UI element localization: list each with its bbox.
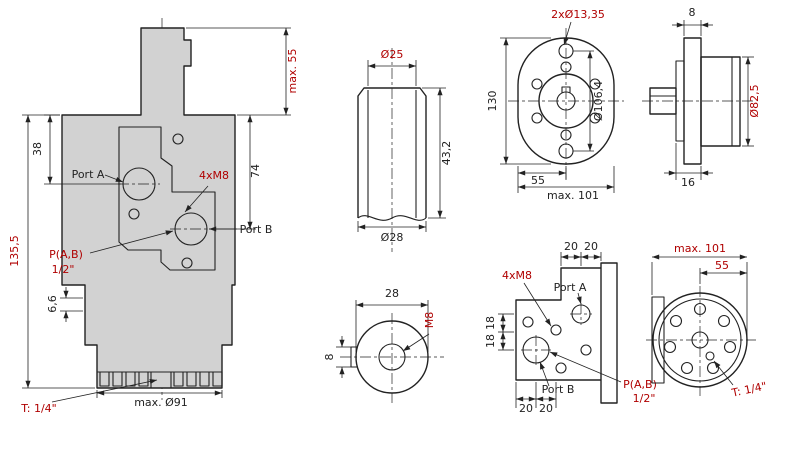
flange-dimensions: 2xØ13,35 130 Ø106,4 55 max. 101 — [486, 8, 615, 202]
dim-18-2: 18 — [484, 334, 497, 348]
bolts-label: 4xM8 — [199, 169, 229, 182]
m8-hole — [550, 324, 562, 336]
dim-55-label: 55 — [715, 259, 729, 272]
dim-43-2-label: 43,2 — [440, 141, 453, 166]
front-dimensions: max. 55 38 74 135,5 6,6 max. Ø — [8, 27, 299, 415]
break-line — [357, 215, 427, 221]
shaft-detail-view: Ø25 43,2 Ø28 — [357, 48, 453, 252]
dim-dia25-label: Ø25 — [381, 48, 404, 61]
dim-74-label: 74 — [249, 164, 262, 178]
dim-20-top-1: 20 — [564, 240, 578, 253]
motor-body — [61, 27, 236, 389]
dim-max101-label: max. 101 — [547, 189, 599, 202]
mounting-holes-label: 2xØ13,35 — [551, 8, 605, 21]
port-face-view: 20 20 4xM8 Port A 18 18 Port B 2 — [484, 240, 657, 415]
dim-20-top-2: 20 — [584, 240, 598, 253]
thread-m8-label: M8 — [423, 312, 436, 329]
dim-55-label: 55 — [531, 174, 545, 187]
dim-8-label: 8 — [689, 6, 696, 19]
port-body — [515, 267, 601, 381]
pab-label: P(A,B) — [623, 378, 657, 391]
port-holes — [118, 133, 212, 269]
bolt-hole — [172, 133, 184, 145]
shaft-section-outer — [355, 320, 429, 394]
m8-hole — [522, 316, 534, 328]
bolt-hole — [181, 257, 193, 269]
port-a-label: Port A — [72, 168, 105, 181]
rear-view: max. 101 55 T: 1/4" — [646, 242, 768, 400]
drain-label: T: 1/4" — [730, 380, 768, 400]
m8-hole — [555, 362, 567, 374]
keyway — [561, 86, 571, 93]
shaft-hole — [556, 91, 576, 111]
port-a-label: Port A — [554, 281, 587, 294]
dim-18-1: 18 — [484, 316, 497, 330]
dim-135-5-label: 135,5 — [8, 235, 21, 267]
pab-size-label: 1/2" — [52, 263, 75, 276]
flange-face-view: 2xØ13,35 130 Ø106,4 55 max. 101 — [486, 8, 624, 202]
bolt-head-circles — [531, 61, 601, 141]
bolt-hole — [128, 208, 140, 220]
front-view: max. 55 38 74 135,5 6,6 max. Ø — [8, 18, 299, 415]
flange-edge — [651, 296, 665, 384]
drain-hole — [705, 351, 715, 361]
side-dimensions: 8 Ø82,5 16 — [664, 6, 761, 189]
pab-size-label: 1/2" — [633, 392, 656, 405]
dim-8-key-label: 8 — [323, 354, 336, 361]
dim-dia28-label: Ø28 — [381, 231, 404, 244]
dim-6-6-label: 6,6 — [46, 295, 59, 313]
rear-cover-outer — [652, 292, 748, 388]
side-profile-view: 8 Ø82,5 16 — [642, 6, 761, 189]
section-dimensions: 28 8 M8 — [323, 287, 436, 378]
rear-bolt-holes — [663, 302, 737, 375]
dim-dia82-5-label: Ø82,5 — [748, 84, 761, 117]
rear-cover-rim — [658, 298, 742, 382]
spline-teeth — [97, 371, 223, 389]
port-dimensions: 20 20 4xM8 Port A 18 18 Port B 2 — [484, 240, 657, 415]
dim-20-bot-2: 20 — [539, 402, 553, 415]
dim-16-label: 16 — [681, 176, 695, 189]
shaft-cylinder — [357, 87, 427, 218]
m8-hole — [580, 344, 592, 356]
shaft-stub — [649, 87, 677, 115]
dim-dia106-4-label: Ø106,4 — [592, 81, 605, 121]
shaft-dimensions: Ø25 43,2 Ø28 — [357, 48, 453, 244]
port-b-label: Port B — [542, 383, 575, 396]
dim-130-label: 130 — [486, 91, 499, 112]
dim-max55-label: max. 55 — [286, 49, 299, 94]
center-thread-hole — [378, 343, 406, 371]
dim-dia91-label: max. Ø91 — [134, 396, 188, 409]
dim-28-label: 28 — [385, 287, 399, 300]
shaft-section-view: 28 8 M8 — [323, 287, 444, 403]
motor-body-side — [700, 56, 741, 147]
port-boss-contour — [118, 126, 216, 271]
port-circles — [521, 303, 592, 374]
dim-20-bot-1: 20 — [519, 402, 533, 415]
pilot-circle — [538, 73, 594, 129]
center-hole — [691, 331, 709, 349]
bolts-label: 4xM8 — [502, 269, 532, 282]
dim-38-label: 38 — [31, 142, 44, 156]
drain-label: T: 1/4" — [20, 402, 56, 415]
dim-max101-label: max. 101 — [674, 242, 726, 255]
flange-plate-edge — [600, 262, 618, 404]
keyway-notch — [350, 346, 358, 368]
pab-label: P(A,B) — [49, 248, 83, 261]
port-b-label: Port B — [240, 223, 273, 236]
